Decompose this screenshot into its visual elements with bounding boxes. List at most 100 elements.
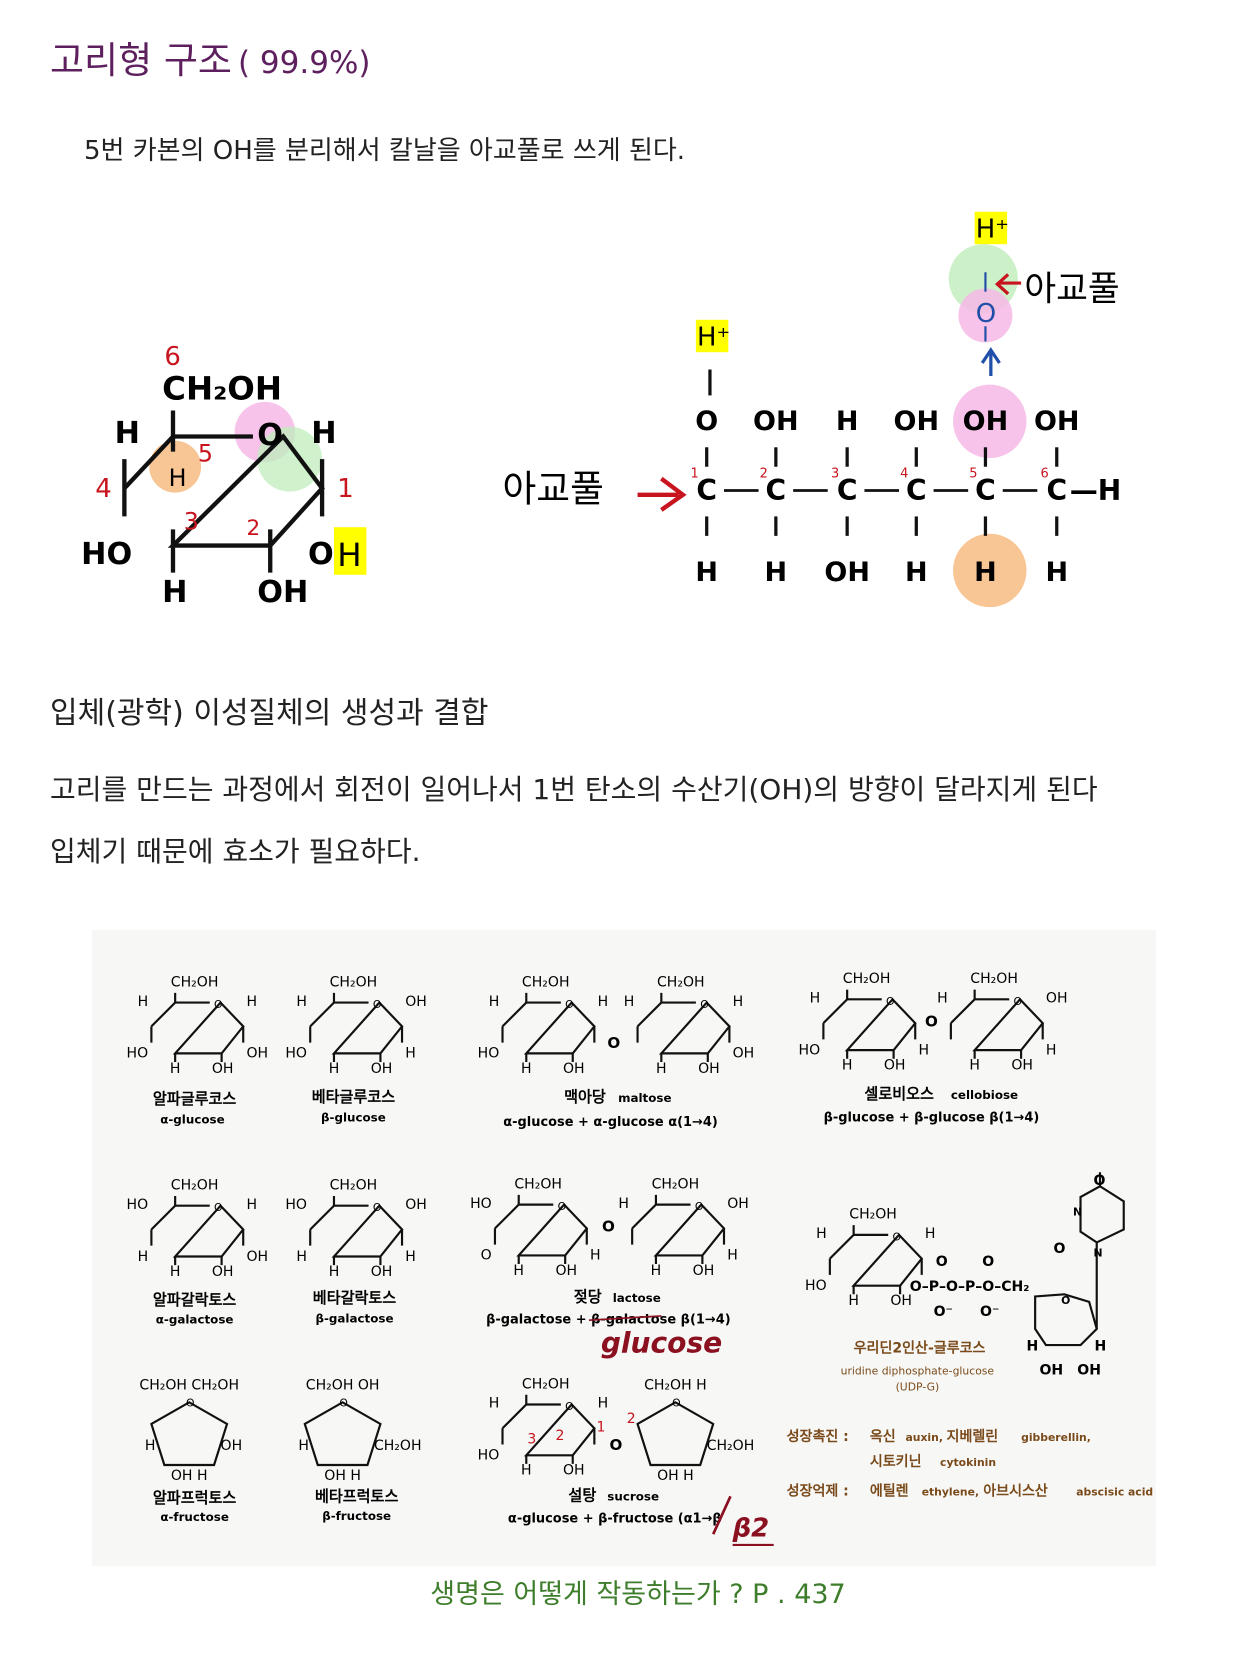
substituent-label-top: CH₂OH xyxy=(171,974,219,990)
beta-galactose-en: β-galactose xyxy=(315,1311,393,1325)
sucrose-formula: α-glucose + β-fructose (α1→β xyxy=(508,1511,722,1526)
substituent-bonds xyxy=(822,989,917,1059)
ring-bonds xyxy=(636,1401,715,1467)
detached-oxygen-label: O xyxy=(976,299,996,329)
substituent-label-ur: OH xyxy=(405,1197,427,1213)
ribose-ring xyxy=(1034,1293,1098,1347)
substituent-label-ur: H xyxy=(733,994,744,1010)
substituent-label-br: OH xyxy=(563,1463,585,1479)
substituent-label-ll: HO xyxy=(799,1042,821,1058)
ring-oxygen: O xyxy=(886,995,895,1008)
fructose-left-label: H xyxy=(298,1438,309,1454)
substituent-label-top: CH₂OH xyxy=(849,1207,897,1223)
ring-oxygen: O xyxy=(558,1200,567,1213)
ring-bonds xyxy=(150,1401,229,1467)
fructose-right-label: CH₂OH xyxy=(707,1438,755,1454)
substituent-label-lr: OH xyxy=(246,1046,268,1062)
blue-arrow-icon xyxy=(980,347,1001,376)
ribose-h: H xyxy=(1027,1338,1039,1354)
carbon-number: 5 xyxy=(969,467,977,482)
carbon-number: 4 xyxy=(900,467,908,482)
substituent-label-br: OH xyxy=(371,1264,393,1280)
substituent-label-lr: H xyxy=(405,1046,416,1062)
top-substituent: OH xyxy=(753,406,799,437)
substituent-label-bl: H xyxy=(848,1293,859,1309)
udpg-name: 우리딘2인산-글루코스 xyxy=(854,1340,986,1357)
phosphate-o-minus: O⁻ xyxy=(934,1304,953,1320)
substituent-label-ll: H xyxy=(138,1249,149,1265)
fructose-left-label: H xyxy=(145,1438,156,1454)
glycosidic-oxygen: O xyxy=(610,1436,623,1454)
substituent-label-lr: H xyxy=(918,1042,929,1058)
ring-bonds xyxy=(303,1401,382,1467)
sucrose-name: 설탕 xyxy=(568,1487,596,1505)
uracil-o: O xyxy=(1093,1173,1105,1189)
carbon-1-label: 1 xyxy=(337,474,353,504)
substituent-label-br: OH xyxy=(555,1263,577,1279)
substituent-label-br: OH xyxy=(371,1061,393,1077)
substituent-label-br: OH xyxy=(212,1061,234,1077)
substituent-label-ul: H xyxy=(618,1196,629,1212)
substituent-label-br: OH xyxy=(698,1061,720,1077)
substituent-label-ul: H xyxy=(810,991,821,1007)
udp-glucose-structure: O–P–O–P–O–CH₂ O O O⁻ O⁻ O N N O O H H OH… xyxy=(841,1172,1125,1393)
fructose-bottom-label: OH H xyxy=(657,1468,694,1484)
ring-bonds xyxy=(828,1233,923,1287)
substituent-label-ur: H xyxy=(598,1396,609,1412)
alpha-glucose-en: α-glucose xyxy=(160,1113,224,1127)
ring-bonds xyxy=(636,1001,731,1055)
substituent-label-top: CH₂OH xyxy=(522,974,570,990)
ho-label: HO xyxy=(81,537,132,572)
ring-oxygen: O xyxy=(695,1200,703,1213)
substituent-label-top: CH₂OH xyxy=(522,1376,570,1392)
ring-bonds xyxy=(501,1001,596,1055)
uracil-n: N xyxy=(1073,1205,1082,1218)
substituent-label-bl: H xyxy=(521,1463,532,1479)
highlight-pink xyxy=(958,288,1013,343)
substituent-label-ul: H xyxy=(489,1396,500,1412)
ring-oxygen-label: O xyxy=(257,418,283,453)
red-arrow-icon xyxy=(637,476,687,512)
ribose-oh: OH xyxy=(1077,1362,1101,1378)
substituent-label-br: OH xyxy=(693,1263,715,1279)
h-label: H xyxy=(311,416,336,451)
substituent-label-ur: H xyxy=(598,994,609,1010)
page-title: 고리형 구조( 99.9%) xyxy=(50,30,371,84)
udpg-en: uridine diphosphate-glucose xyxy=(841,1364,995,1377)
substituent-bonds xyxy=(828,1225,923,1295)
h-plus-label: H⁺ xyxy=(976,215,1009,245)
udpg-abbr: (UDP-G) xyxy=(896,1380,940,1393)
source-caption: 생명은 어떻게 작동하는가 ? P . 437 xyxy=(430,1579,846,1610)
substituent-label-ur: H xyxy=(925,1226,936,1242)
substituent-label-lr: H xyxy=(405,1249,416,1265)
substituent-label-bl: H xyxy=(656,1061,667,1077)
red-arrow-icon xyxy=(994,273,1022,296)
cytokinin-ko: 시토키닌 xyxy=(870,1454,922,1470)
phosphate-o-minus: O⁻ xyxy=(980,1304,999,1320)
substituent-label-ul: H xyxy=(296,994,307,1010)
substituent-label-ul: HO xyxy=(127,1197,149,1213)
abscisic-ko: 아브시스산 xyxy=(983,1482,1048,1499)
carbon-label: C xyxy=(975,474,996,507)
substituent-bonds xyxy=(501,1394,596,1464)
ring-oxygen: O xyxy=(214,998,222,1011)
maltose-en: maltose xyxy=(618,1091,671,1105)
ethylene-ko: 에틸렌 xyxy=(870,1482,909,1499)
end-h-label: —H xyxy=(1070,474,1122,507)
handwritten-glucose: glucose xyxy=(601,1327,722,1360)
bottom-substituent: H xyxy=(1045,557,1068,588)
ethylene-en: ethylene, xyxy=(922,1485,979,1498)
substituent-bonds xyxy=(493,1194,588,1265)
abscisic-en: abscisic acid xyxy=(1076,1485,1153,1498)
top-substituent: OH xyxy=(1034,406,1080,437)
substituent-label-bl: H xyxy=(513,1263,524,1279)
hand-number: 3 xyxy=(527,1431,536,1447)
ring-oxygen: O xyxy=(373,998,382,1011)
fructose-bottom-label: OH H xyxy=(171,1468,208,1484)
substituent-label-bl: H xyxy=(842,1058,853,1074)
